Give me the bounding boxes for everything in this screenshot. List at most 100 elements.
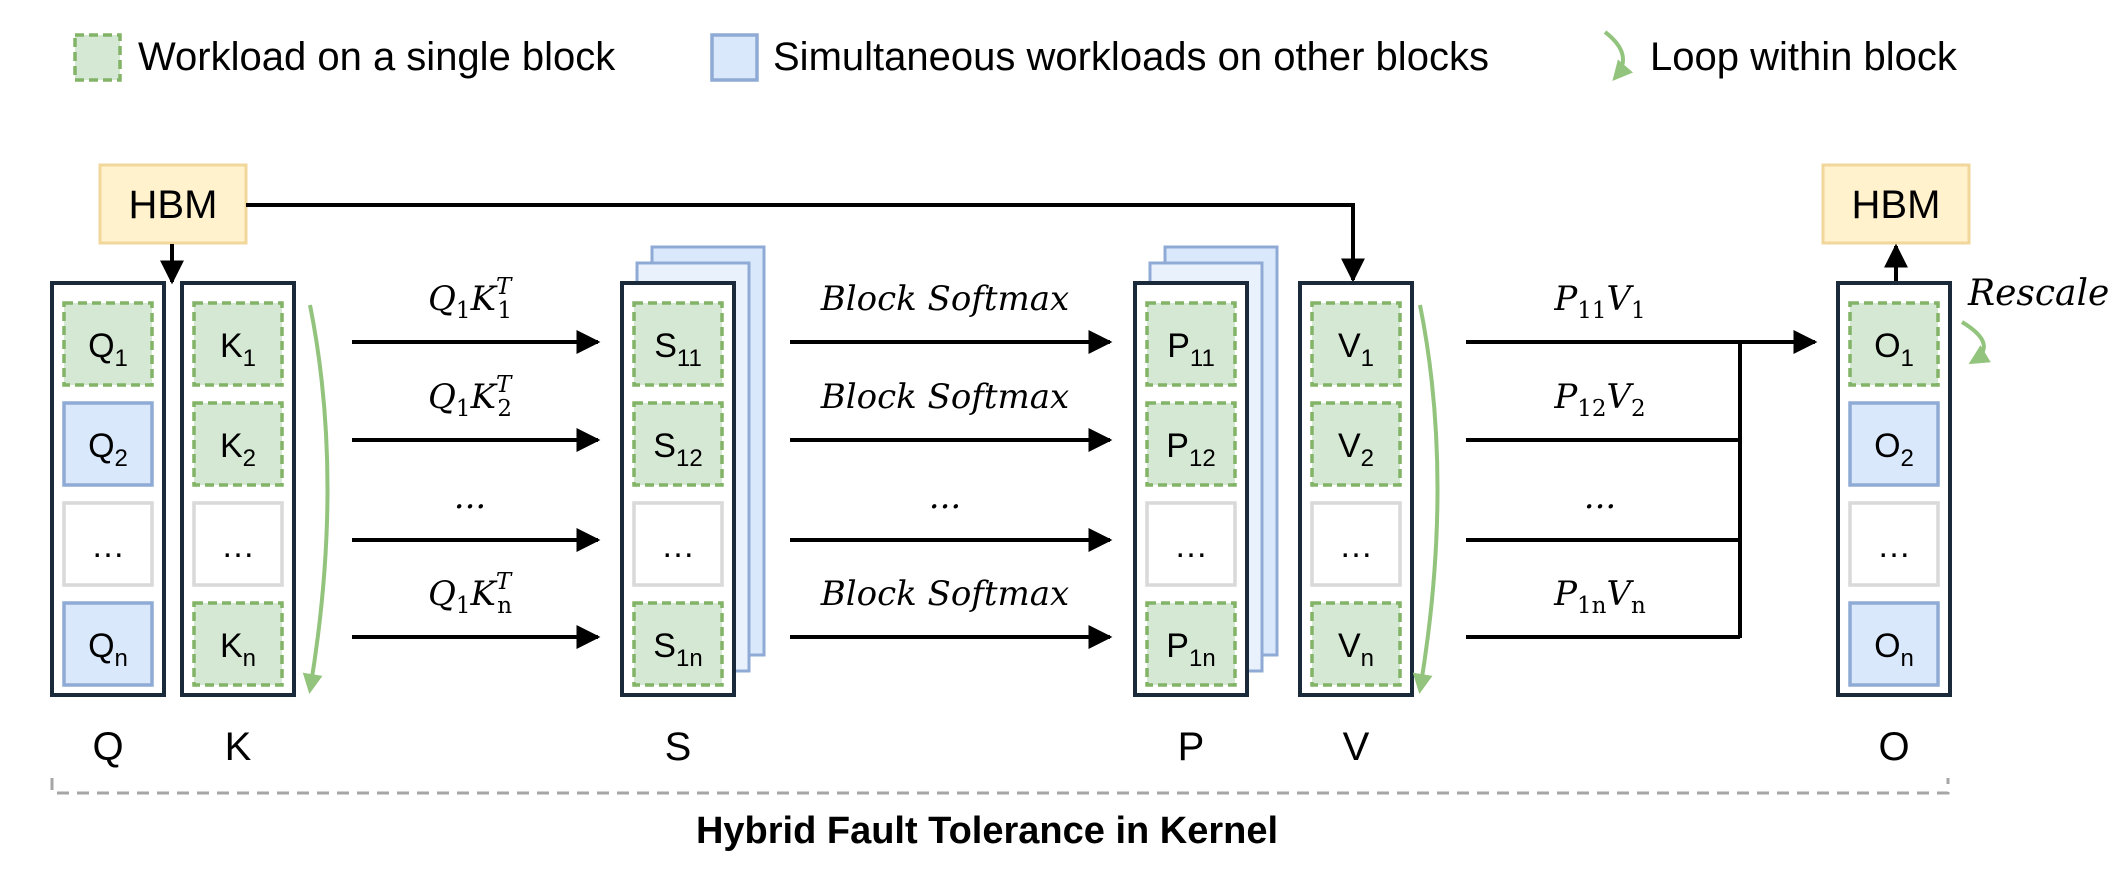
qk-arrow-3-label: ... [454,477,486,517]
matrix-columns: Q1Q2…QnQK1K2…KnKS11S12…S1nSP11P12…P1nPV1… [50,281,1952,769]
cell-k-2-label: K2 [220,427,256,472]
softmax-arrow-1-label: Block Softmax [820,279,1069,319]
hbm-output-label: HBM [1852,183,1941,227]
kernel-bracket [50,778,1950,795]
cell-k-2 [192,401,284,487]
cell-v-2-label: V2 [1338,427,1374,472]
pv-arrow-3: ... [1466,477,1740,542]
softmax-arrow-1: Block Softmax [790,279,1113,354]
column-o-label: O [1878,725,1909,769]
cell-k-3-label: … [221,527,255,565]
cell-p-3-label: … [1174,527,1208,565]
hbm-output-box [1821,163,1971,245]
cell-p-1 [1145,301,1237,387]
cell-s-1-label: S11 [654,327,702,372]
cell-s-3 [632,501,724,587]
cell-k-4 [192,601,284,687]
cell-q-1 [62,301,154,387]
cell-p-3 [1145,501,1237,587]
cell-k-3 [192,501,284,587]
cell-p-1-label: P11 [1167,327,1215,372]
hbm-to-v-arrow [246,203,1365,283]
softmax-arrow-4: Block Softmax [790,574,1113,649]
cell-p-2 [1145,401,1237,487]
legend-single-block-label: Workload on a single block [138,35,616,79]
softmax-arrow-3-label: ... [929,477,961,517]
pv-arrow-2-label: P12V2 [1553,377,1645,422]
pv-arrow-1: P11V1 [1466,279,1740,344]
cell-o-2-label: O2 [1874,427,1914,472]
cell-v-2 [1310,401,1402,487]
column-s-label: S [665,725,692,769]
cell-k-4-label: Kn [220,627,256,672]
cell-o-2 [1848,401,1940,487]
cell-o-3-label: … [1877,527,1911,565]
hbm-input-label: HBM [129,183,218,227]
kernel-footer-title: Hybrid Fault Tolerance in Kernel [696,810,1278,852]
rescale-label: Rescale [1967,273,2109,314]
cell-s-1 [632,301,724,387]
pv-arrow-1-label: P11V1 [1553,279,1645,324]
cell-p-2-label: P12 [1166,427,1215,472]
cell-o-1-label: O1 [1874,327,1914,372]
pv-arrow-4-label: P1nVn [1553,574,1646,619]
pv-arrow-2: P12V2 [1466,377,1740,442]
legend-loop-label: Loop within block [1650,35,1958,79]
cell-v-3-label: … [1339,527,1373,565]
pv-arrow-3-label: ... [1584,477,1616,517]
cell-s-3-label: … [661,527,695,565]
cell-v-4 [1310,601,1402,687]
cell-o-1 [1848,301,1940,387]
column-q-label: Q [92,725,123,769]
cell-s-4-label: S1n [653,627,702,672]
legend: Workload on a single block Simultaneous … [73,30,1958,82]
cell-q-4-label: Qn [88,627,128,672]
pv-arrow-4: P1nVn [1466,574,1740,639]
legend-green-swatch [73,33,122,82]
cell-q-4 [62,601,154,687]
cell-o-3 [1848,501,1940,587]
cell-q-3-label: … [91,527,125,565]
cell-v-3 [1310,501,1402,587]
v-loop-icon [1412,304,1440,694]
hbm-input: HBM [98,163,248,245]
cell-v-1 [1310,301,1402,387]
pv-merge-connector [1738,330,1818,638]
cell-v-4-label: Vn [1338,627,1374,672]
cell-k-1-label: K1 [220,327,256,372]
cell-q-2 [62,401,154,487]
cell-s-4 [632,601,724,687]
softmax-arrow-2: Block Softmax [790,377,1113,452]
column-k-label: K [225,725,252,769]
cell-o-4 [1848,601,1940,687]
cell-v-1-label: V1 [1338,327,1374,372]
cell-q-2-label: Q2 [88,427,128,472]
cell-q-3 [62,501,154,587]
hbm-input-box [98,163,248,245]
legend-other-blocks-label: Simultaneous workloads on other blocks [773,35,1489,79]
cell-p-4 [1145,601,1237,687]
column-v-label: V [1343,725,1370,769]
cell-k-1 [192,301,284,387]
softmax-arrow-4-label: Block Softmax [820,574,1069,614]
cell-o-4-label: On [1874,627,1914,672]
softmax-arrow-2-label: Block Softmax [820,377,1069,417]
qk-arrow-3: ... [352,477,601,552]
softmax-arrow-3: ... [790,477,1113,552]
column-p-label: P [1178,725,1205,769]
legend-blue-swatch [710,33,759,82]
